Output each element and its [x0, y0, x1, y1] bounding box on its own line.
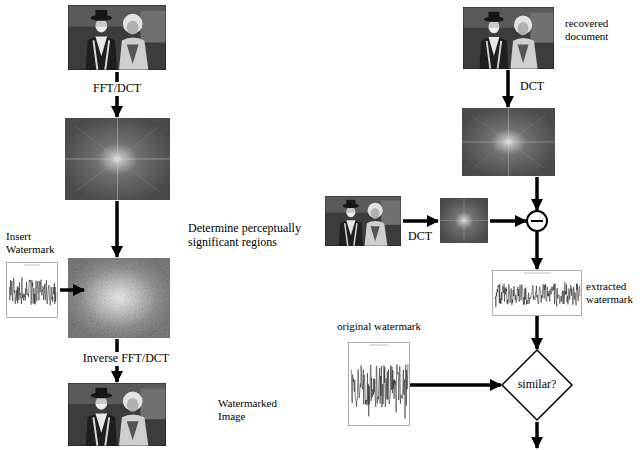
subtract-symbol	[531, 220, 543, 222]
step-label: DCT	[406, 230, 434, 244]
spectrum-image	[462, 108, 555, 176]
original-image	[325, 196, 401, 246]
plot-picture	[495, 282, 580, 307]
decision-diamond: similar?	[501, 349, 573, 421]
photo-picture	[463, 7, 554, 69]
spectrum-image	[440, 198, 488, 243]
step-label: Inverse FFT/DCT	[81, 352, 171, 366]
plot-picture	[24, 265, 40, 266]
caption-text: extracted watermark	[586, 280, 638, 305]
watermark-plot: original watermark	[348, 342, 410, 426]
spectrum-image	[440, 198, 488, 243]
step-label: Determine perceptually significant regio…	[186, 222, 322, 250]
original-image	[68, 5, 166, 70]
plot-picture	[351, 364, 408, 419]
flow-arrow	[506, 70, 510, 107]
photo-picture	[68, 383, 166, 446]
caption-text: recovered document	[565, 17, 627, 42]
spectrum-image	[65, 118, 170, 200]
plot-picture	[348, 342, 410, 426]
subtract-symbol	[527, 211, 547, 231]
flow-arrow	[403, 219, 438, 223]
flow-arrow	[115, 201, 119, 257]
subtract-symbol	[527, 211, 547, 231]
plot-picture	[493, 271, 582, 316]
watermark-plot: extracted watermark	[492, 270, 582, 316]
image-box: recovered document	[463, 7, 554, 69]
flow-arrow	[535, 316, 539, 349]
watermarked-spectrum	[68, 258, 170, 338]
step-label: DCT	[518, 80, 546, 94]
watermark-plot: Insert Watermark	[6, 262, 58, 318]
plot-picture	[6, 262, 58, 318]
caption-text: original watermark	[323, 320, 435, 333]
plot-picture	[524, 273, 551, 274]
plot-picture	[349, 343, 410, 426]
photo-picture	[68, 383, 166, 446]
flow-arrow	[535, 177, 539, 210]
photo-picture	[463, 7, 554, 69]
image-box: Watermarked Image	[68, 383, 166, 446]
spectrum-image	[65, 118, 170, 200]
plot-picture	[492, 270, 582, 316]
decision-text: similar?	[501, 349, 573, 421]
flow-arrow	[535, 232, 539, 269]
flow-arrow	[490, 219, 526, 223]
original-image	[68, 5, 166, 70]
flow-arrow	[60, 288, 84, 292]
plot-picture	[7, 263, 58, 318]
watermarked-spectrum	[68, 258, 170, 338]
original-image	[325, 196, 401, 246]
flow-arrow	[535, 422, 539, 448]
plot-picture	[370, 345, 389, 346]
watermarked-spectrum	[68, 258, 170, 338]
plot-picture	[9, 277, 56, 305]
diamond-picture	[502, 350, 572, 420]
caption-text: Watermarked Image	[218, 397, 288, 422]
spectrum-image	[462, 108, 555, 176]
flow-arrow	[410, 383, 501, 387]
caption-text: Insert Watermark	[6, 230, 70, 255]
flow-arrow	[60, 70, 537, 448]
step-label: FFT/DCT	[91, 82, 143, 96]
